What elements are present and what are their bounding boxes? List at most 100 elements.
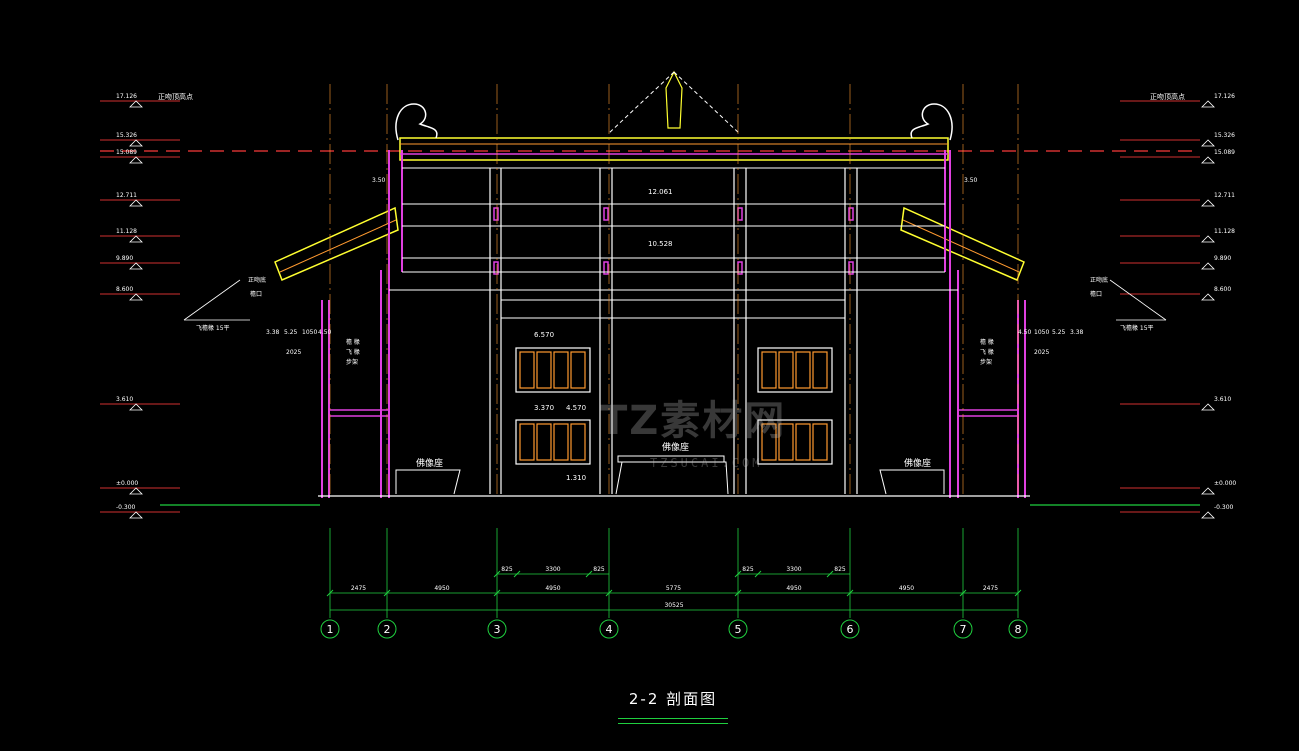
spire-dash-right [673, 71, 741, 135]
level-marker-left [129, 262, 143, 270]
inner-level-1: 12.061 [648, 188, 673, 196]
axis-label: 3 [494, 623, 501, 636]
dim-value-row2: 4950 [899, 585, 914, 592]
level-marker-right [1201, 293, 1215, 301]
right-eave-inner [902, 219, 1020, 273]
level-marker-left [129, 511, 143, 519]
axis-bubble-circle [320, 619, 340, 639]
level-value-left: ±0.000 [116, 480, 138, 487]
axis-grid-lines [329, 84, 1019, 618]
spire-dash-left [607, 71, 675, 135]
level-value-left: 12.711 [116, 192, 137, 199]
right-annotation-step: 步架 [980, 358, 992, 366]
right-annotation-eavemouth: 檐口 [1090, 290, 1102, 298]
axis-bubble-circle [728, 619, 748, 639]
main-roof-ridge [399, 137, 949, 161]
left-ridge-ornament [395, 103, 438, 141]
levels-right-group: 17.126正吻顶高点15.32615.08912.71111.1289.890… [1120, 92, 1236, 519]
left-annotation-1050: 1050 [302, 329, 317, 336]
level-marker-right [1201, 511, 1215, 519]
dim-tick-row1 [585, 570, 593, 578]
dim-tick [734, 589, 742, 597]
dim-tick [605, 589, 613, 597]
inner-level-5: 3.370 [534, 404, 554, 412]
dim-tick-row1 [826, 570, 834, 578]
level-marker-left [129, 487, 143, 495]
dim-value-row1: 3300 [786, 566, 801, 573]
watermark-main: TZ素材网 [600, 398, 787, 444]
title-underline-2 [618, 723, 728, 724]
level-value-right: 11.128 [1214, 228, 1235, 235]
dim-tick-row1 [513, 570, 521, 578]
dim-tick [383, 589, 391, 597]
axis-label: 7 [960, 623, 967, 636]
left-annotation-ridge: 正吻底 [248, 276, 266, 284]
axis-bubble-circle [599, 619, 619, 639]
column-brackets [493, 207, 854, 275]
axis-label: 6 [847, 623, 854, 636]
level-marker-left [129, 235, 143, 243]
axis-label: 2 [384, 623, 391, 636]
inner-level-3: 6.570 [534, 331, 554, 339]
level-value-right: 8.600 [1214, 286, 1231, 293]
level-marker-left [129, 156, 143, 164]
level-marker-right [1201, 262, 1215, 270]
right-annotation-eave: 飞檐椽 15平 [1120, 324, 1154, 332]
right-annotation-1050: 1050 [1034, 329, 1049, 336]
right-annotation-2025: 2025 [1034, 349, 1049, 356]
dim-value-row1: 825 [593, 566, 605, 573]
dim-value-row2: 4950 [434, 585, 449, 592]
drawing-title: 2-2 剖面图 [628, 690, 718, 708]
level-marker-right [1201, 139, 1215, 147]
left-annotation-flyrafter: 飞 椽 [346, 348, 360, 356]
left-annotation-350: 3.50 [372, 177, 386, 184]
right-ridge-ornament [910, 103, 953, 141]
dim-tick-row1 [754, 570, 762, 578]
level-value-left: 15.326 [116, 132, 137, 139]
dim-value-row1: 825 [834, 566, 846, 573]
axis-label: 5 [735, 623, 742, 636]
dim-tick [846, 589, 854, 597]
left-eave-inner [279, 219, 397, 273]
level-value-left: 11.128 [116, 228, 137, 235]
level-value-right: 17.126 [1214, 93, 1235, 100]
level-value-right: 9.890 [1214, 255, 1231, 262]
axis-bubble-circle [377, 619, 397, 639]
dim-value-row1: 825 [501, 566, 513, 573]
room-label-right: 佛像座 [904, 457, 931, 469]
dim-tick-row1 [493, 570, 501, 578]
dim-tick [1014, 589, 1022, 597]
central-spire [665, 70, 683, 129]
left-annotation-step: 步架 [346, 358, 358, 366]
level-marker-right [1201, 487, 1215, 495]
left-annotation-eavemouth: 檐口 [250, 290, 262, 298]
level-value-right: 12.711 [1214, 192, 1235, 199]
axis-bubble-circle [487, 619, 507, 639]
dim-value-total: 30525 [664, 602, 683, 609]
watermark-sub: TZSUCAI.COM [650, 456, 763, 470]
left-annotation-338: 3.38 [266, 329, 280, 336]
left-annotation-2025: 2025 [286, 349, 301, 356]
level-value-left: 3.610 [116, 396, 133, 403]
left-annotation-leader-2 [183, 279, 241, 321]
statue-seats [395, 455, 945, 495]
right-annotation-338: 3.38 [1070, 329, 1084, 336]
horizontal-beams [389, 167, 958, 319]
windows [515, 347, 833, 465]
right-annotation-leader-2 [1109, 279, 1167, 321]
room-label-left: 佛像座 [416, 457, 443, 469]
level-marker-left [129, 293, 143, 301]
right-annotation-ridge: 正吻底 [1090, 276, 1108, 284]
dim-tick-row1 [734, 570, 742, 578]
level-value-right: 15.089 [1214, 149, 1235, 156]
right-annotation-350: 3.50 [964, 177, 978, 184]
level-marker-left [129, 199, 143, 207]
level-marker-right [1201, 403, 1215, 411]
right-eave-roof [900, 206, 1025, 281]
left-annotation-eave: 飞檐椽 15平 [196, 324, 230, 332]
level-value-right: 3.610 [1214, 396, 1231, 403]
